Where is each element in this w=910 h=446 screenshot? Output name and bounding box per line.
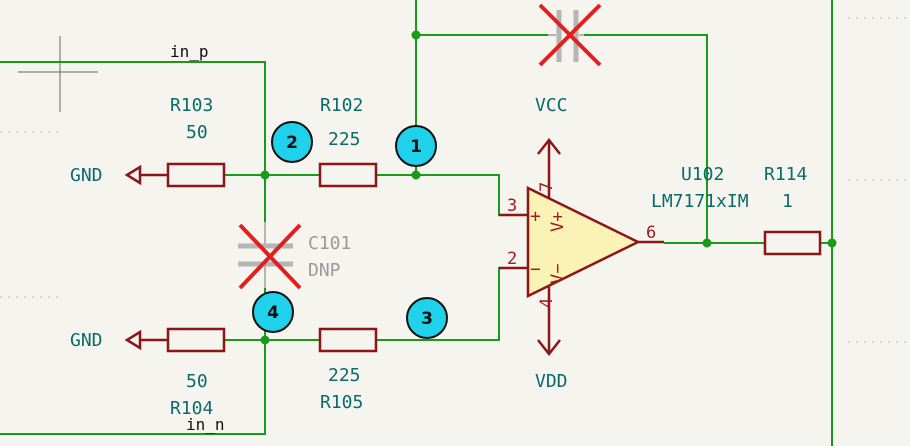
vdd-arrow-icon [537,339,561,357]
c101-ref: C101 [308,233,351,254]
junction-dot [827,238,837,248]
pin-3-number: 3 [507,196,517,216]
wire-in-n [0,340,266,435]
r104-value: 50 [186,371,208,392]
crosshair-cursor-icon [18,36,98,112]
badge-4[interactable]: 4 [252,291,294,333]
r114-ref: R114 [764,164,807,185]
junctions [260,30,837,345]
minus-sign: − [530,259,541,280]
sheet-grid [0,17,910,343]
resistor-r105[interactable]: 225 R105 [318,327,378,413]
gnd-symbol-bottom[interactable]: GND [70,329,168,351]
pin-7-number: 7 [537,182,557,192]
r103-value: 50 [186,122,208,143]
wire-in-p [0,61,266,175]
resistor-r114[interactable]: R114 1 [763,164,822,256]
u102-ref: U102 [681,164,724,185]
u102-value: LM7171xIM [651,191,749,212]
pin-4-number: 4 [537,298,557,308]
dnp-cross-icon [538,3,602,67]
resistor-r104[interactable]: 50 R104 [166,327,226,419]
gnd-label-bottom: GND [70,330,103,351]
capacitor-c101[interactable]: C101 DNP [238,222,351,290]
junction-dot [702,238,712,248]
vcc-label: VCC [535,95,568,116]
r105-ref: R105 [320,392,363,413]
net-label-in-p[interactable]: in_p [170,42,209,61]
pin-6-number: 6 [646,223,656,243]
plus-sign: + [530,206,541,227]
badge-3[interactable]: 3 [406,297,448,339]
vdd-label: VDD [535,371,568,392]
pin-2-number: 2 [507,249,517,269]
junction-dot [411,30,421,40]
r114-value: 1 [782,191,793,212]
badge-2-label: 2 [286,133,298,153]
wire-feedback-cap-right [580,34,708,243]
resistor-r102[interactable]: R102 225 [318,95,378,188]
c101-value: DNP [308,260,341,281]
capacitor-feedback[interactable] [538,3,602,67]
vminus-label: V− [548,264,568,284]
vcc-arrow-icon [537,137,561,155]
gnd-label-top: GND [70,165,103,186]
badge-1[interactable]: 1 [395,125,437,167]
vplus-label: V+ [548,212,568,232]
resistor-r103[interactable]: R103 50 [166,95,226,188]
r103-ref: R103 [170,95,213,116]
r102-value: 225 [328,129,361,150]
dnp-cross-icon [238,223,302,290]
wires [0,0,833,446]
gnd-symbol-top[interactable]: GND [70,164,168,186]
wire-in-minus [376,267,528,341]
r105-value: 225 [328,365,361,386]
r104-ref: R104 [170,398,213,419]
opamp-u102[interactable]: 3 2 6 7 4 + − V+ V− U102 LM7171xIM [499,137,749,357]
badge-3-label: 3 [421,309,433,329]
badge-1-label: 1 [410,137,422,157]
badge-2[interactable]: 2 [271,121,313,163]
badge-4-label: 4 [267,303,279,323]
junction-dot [260,335,270,345]
net-label-in-n[interactable]: in_n [186,415,225,434]
junction-dot [411,170,421,180]
r102-ref: R102 [320,95,363,116]
junction-dot [260,170,270,180]
